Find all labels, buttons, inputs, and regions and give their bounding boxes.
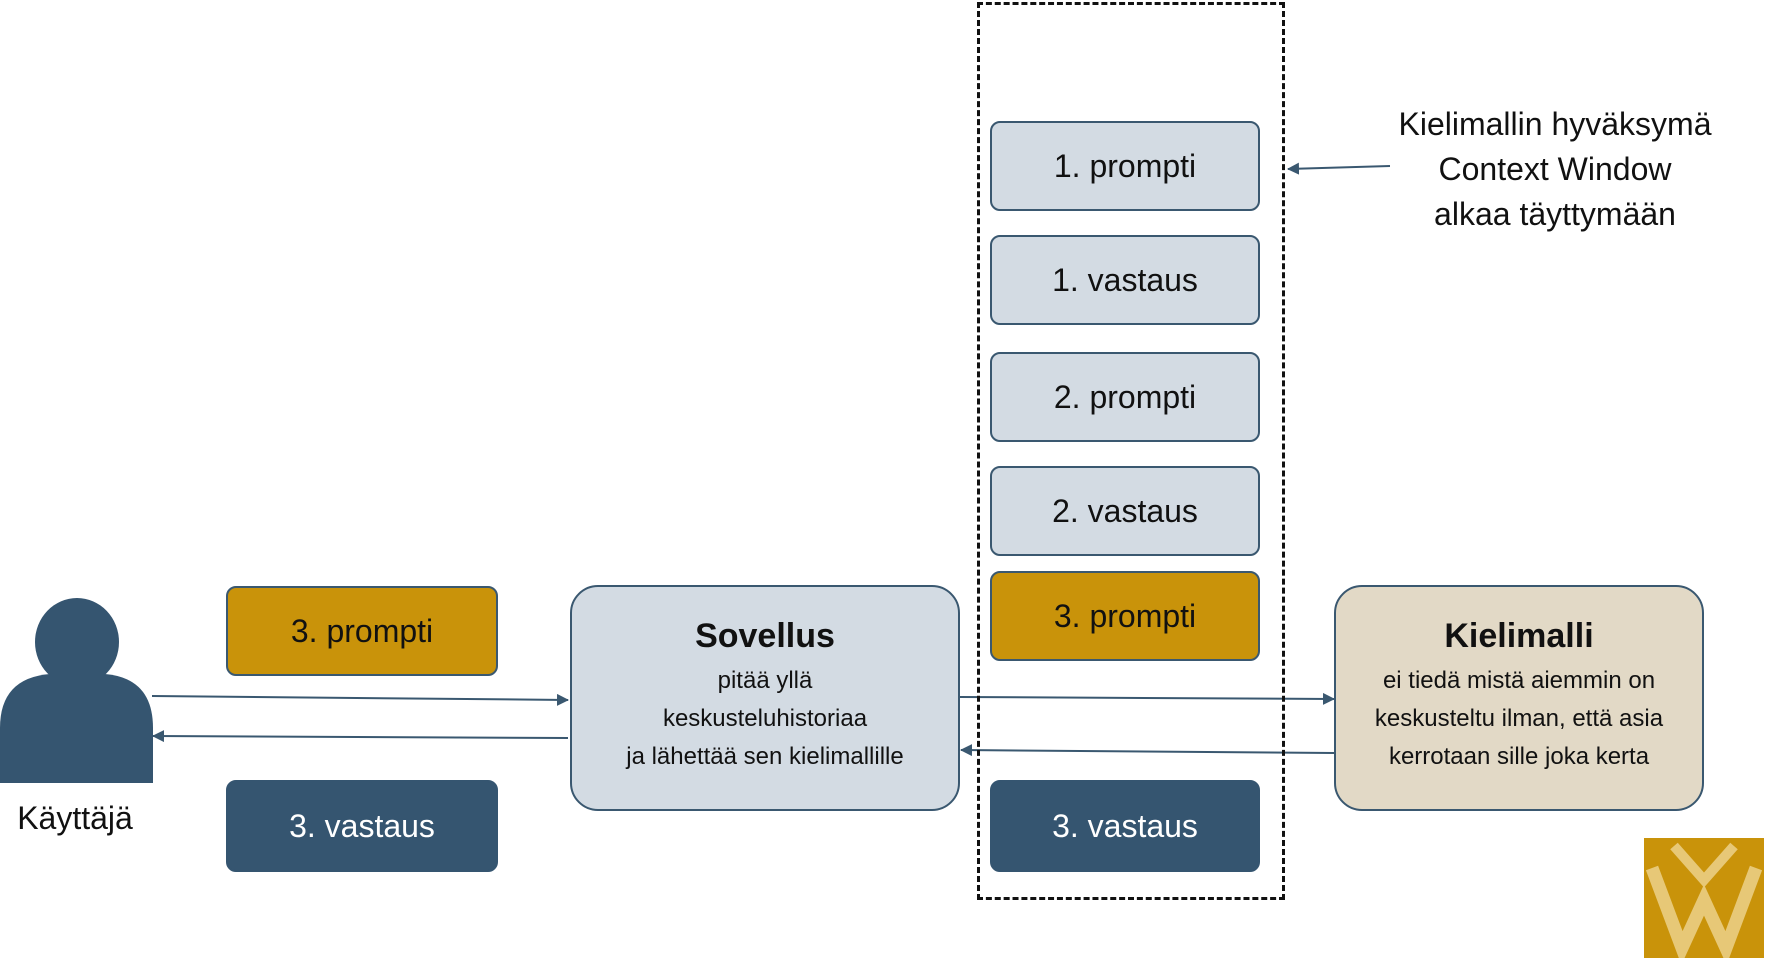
app-title: Sovellus: [695, 617, 835, 655]
app-line: keskusteluhistoriaa: [662, 705, 868, 732]
context-item: 2. prompti: [990, 352, 1260, 442]
note-line: Kielimallin hyväksymä: [1398, 106, 1712, 142]
arrow-app-to-model: [959, 692, 1335, 705]
context-item: 2. vastaus: [990, 466, 1260, 556]
context-item: 1. vastaus: [990, 235, 1260, 325]
context-item-current-prompt: 3. prompti: [990, 571, 1260, 661]
model-line: ei tiedä mistä aiemmin on: [1382, 667, 1656, 694]
arrow-note-to-window: [1287, 162, 1391, 175]
context-response-box: 3. vastaus: [990, 780, 1260, 872]
model-line: keskusteltu ilman, että asia: [1374, 705, 1664, 732]
note-line: alkaa täyttymään: [1434, 196, 1676, 232]
model-title: Kielimalli: [1444, 617, 1594, 655]
person-icon: [0, 598, 153, 783]
arrow-model-to-app: [960, 744, 1335, 757]
model-line: kerrotaan sille joka kerta: [1388, 743, 1650, 770]
arrow-user-to-app: [151, 693, 569, 706]
context-window-note: Kielimallin hyväksymä Context Window alk…: [1375, 102, 1735, 237]
user-label: Käyttäjä: [17, 800, 133, 836]
w-logo-icon: [1644, 838, 1764, 958]
arrow-app-to-user: [152, 730, 569, 743]
app-line: pitää yllä: [717, 667, 813, 694]
note-line: Context Window: [1438, 151, 1672, 187]
context-item: 1. prompti: [990, 121, 1260, 211]
user-prompt-box: 3. prompti: [226, 586, 498, 676]
app-line: ja lähettää sen kielimallille: [626, 743, 904, 770]
app-box: Sovellus pitää yllä keskusteluhistoriaa …: [570, 585, 960, 811]
model-box: Kielimalli ei tiedä mistä aiemmin on kes…: [1334, 585, 1704, 811]
user-response-box: 3. vastaus: [226, 780, 498, 872]
context-window-frame: [977, 2, 1285, 900]
